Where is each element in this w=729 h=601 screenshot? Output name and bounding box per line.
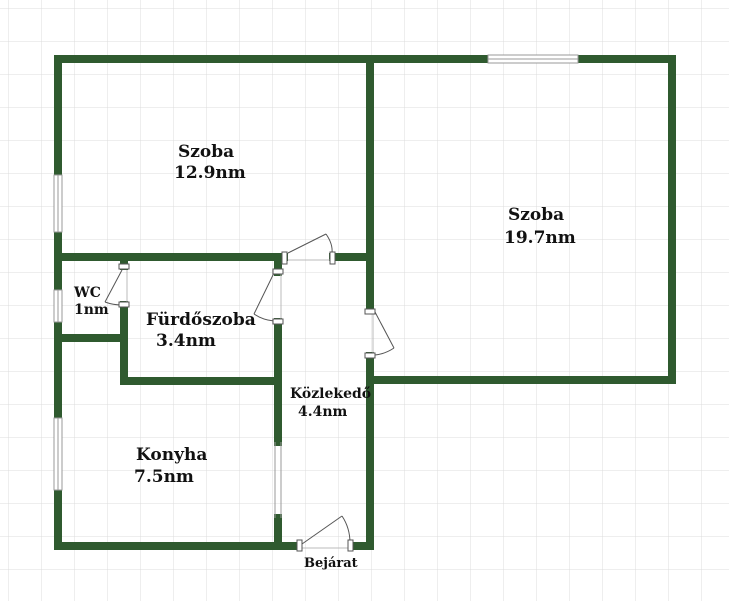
room-name: Fürdőszoba xyxy=(146,310,256,330)
entrance-label: Bejárat xyxy=(304,556,358,571)
room-name: Szoba xyxy=(178,142,234,162)
room-name: WC xyxy=(73,285,101,301)
windows xyxy=(53,54,579,518)
room-name: Szoba xyxy=(508,205,564,225)
room-area: 7.5nm xyxy=(134,467,194,487)
room-area: 3.4nm xyxy=(156,331,216,351)
doors xyxy=(104,233,395,552)
room-area: 4.4nm xyxy=(298,404,348,420)
room-name: Konyha xyxy=(136,445,207,465)
room-area: 19.7nm xyxy=(504,228,576,248)
room-name: Közlekedő xyxy=(290,386,371,402)
room-area: 1nm xyxy=(74,302,109,318)
room-area: 12.9nm xyxy=(174,163,246,183)
